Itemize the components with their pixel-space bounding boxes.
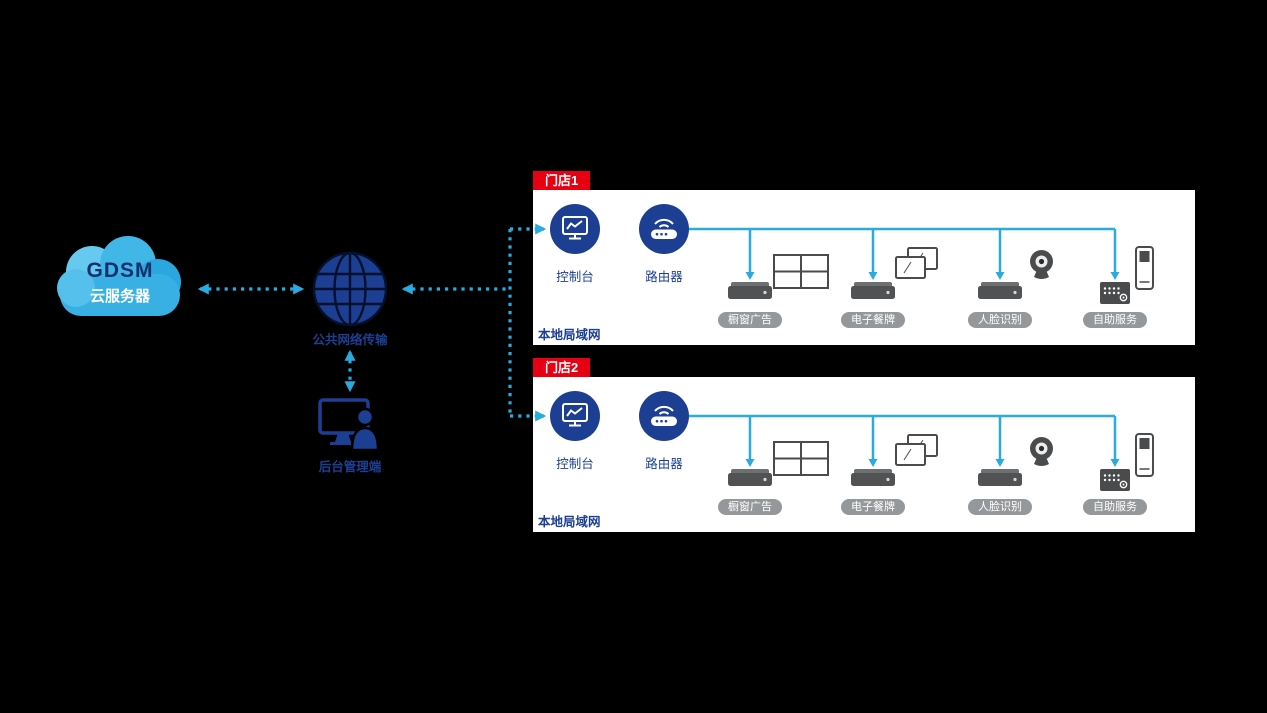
globe-icon bbox=[312, 251, 388, 327]
cloud-icon bbox=[57, 236, 181, 316]
device-badge-face-recognition: 人脸识别 bbox=[968, 312, 1032, 328]
lan-label: 本地局域网 bbox=[538, 515, 601, 529]
device-badge-self-service: 自助服务 bbox=[1083, 499, 1147, 515]
router-label: 路由器 bbox=[645, 457, 683, 471]
store-panel-1: 门店1 控制台 路由器 橱窗广告 电子餐牌 人脸识别 自助服务 本地局域网 bbox=[533, 171, 1195, 345]
device-badge-face-recognition: 人脸识别 bbox=[968, 499, 1032, 515]
cloud-server-node: GDSM 云服务器 bbox=[50, 232, 190, 332]
console-label: 控制台 bbox=[556, 457, 594, 471]
store-panel-2: 门店2 控制台 路由器 橱窗广告 电子餐牌 人脸识别 自助服务 本地局域网 bbox=[533, 358, 1195, 532]
public-network-node bbox=[312, 251, 388, 327]
cloud-subtitle: 云服务器 bbox=[89, 288, 150, 305]
lan-label: 本地局域网 bbox=[538, 328, 601, 342]
admin-terminal-icon bbox=[318, 398, 380, 452]
admin-terminal-label: 后台管理端 bbox=[318, 460, 382, 474]
console-label: 控制台 bbox=[556, 270, 594, 284]
device-badge-window-ads: 橱窗广告 bbox=[718, 312, 782, 328]
store-tag: 门店1 bbox=[533, 171, 591, 190]
public-network-label: 公共网络传输 bbox=[312, 333, 388, 347]
admin-terminal-node bbox=[318, 398, 382, 452]
store-tag: 门店2 bbox=[533, 358, 591, 377]
device-badge-window-ads: 橱窗广告 bbox=[718, 499, 782, 515]
device-badge-self-service: 自助服务 bbox=[1083, 312, 1147, 328]
device-badge-menu-board: 电子餐牌 bbox=[841, 499, 905, 515]
device-badge-menu-board: 电子餐牌 bbox=[841, 312, 905, 328]
cloud-title: GDSM bbox=[86, 259, 154, 282]
router-label: 路由器 bbox=[645, 270, 683, 284]
